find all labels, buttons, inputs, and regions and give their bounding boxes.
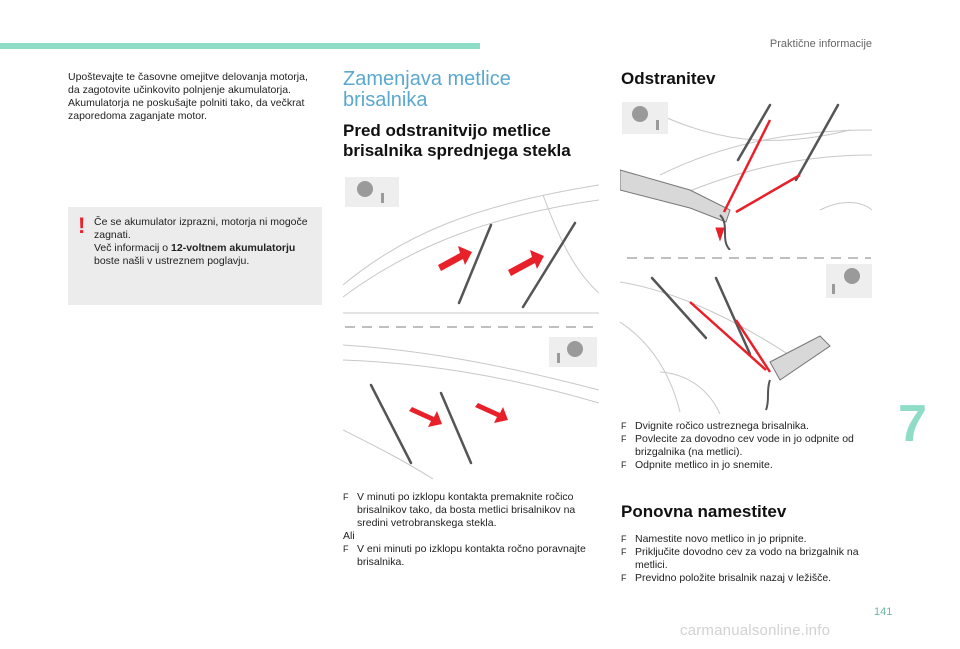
figure-wiper-install <box>620 264 872 414</box>
red-arrow-icon <box>715 119 801 242</box>
watermark: carmanualsonline.info <box>680 622 831 639</box>
page-number: 141 <box>874 606 893 618</box>
red-arrow-icon <box>438 246 544 276</box>
dashed-separator <box>345 326 599 328</box>
intro-paragraph-2: Akumulatorja ne poskušajte polniti tako,… <box>68 97 305 122</box>
red-arrow-icon <box>689 301 772 373</box>
warning-text-2: Več informacij o 12-voltnem akumulatorju… <box>94 242 296 267</box>
intro-paragraph-1: Upoštevajte te časovne omejitve delovanj… <box>68 71 308 96</box>
section-header: Praktične informacije <box>769 38 872 50</box>
warning-box: ! Če se akumulator izprazni, motorja ni … <box>68 207 322 305</box>
or-label: Ali <box>343 530 355 542</box>
figure-wiper-removal <box>620 102 872 250</box>
figure-wipers-centered <box>343 177 599 314</box>
warning-text-1: Če se akumulator izprazni, motorja ni mo… <box>94 216 308 241</box>
subtitle-before-removal: Pred odstranitvijo metlice brisalnika sp… <box>343 121 571 160</box>
steering-icon-badge <box>622 102 668 134</box>
chapter-number: 7 <box>898 395 927 453</box>
removal-title: Odstranitev <box>621 69 716 88</box>
red-arrow-icon <box>409 403 508 427</box>
reinstall-title: Ponovna namestitev <box>621 502 787 521</box>
steering-icon-badge <box>549 337 597 367</box>
dashed-separator <box>627 257 871 259</box>
figure-wipers-manual <box>343 337 599 480</box>
intro-text: Upoštevajte te časovne omejitve delovanj… <box>68 71 308 123</box>
steering-icon-badge <box>345 177 399 207</box>
page-title: Zamenjava metlice brisalnika <box>343 68 511 111</box>
steering-icon-badge <box>826 264 872 298</box>
top-accent-bar <box>0 43 480 49</box>
warning-icon: ! <box>78 213 86 238</box>
